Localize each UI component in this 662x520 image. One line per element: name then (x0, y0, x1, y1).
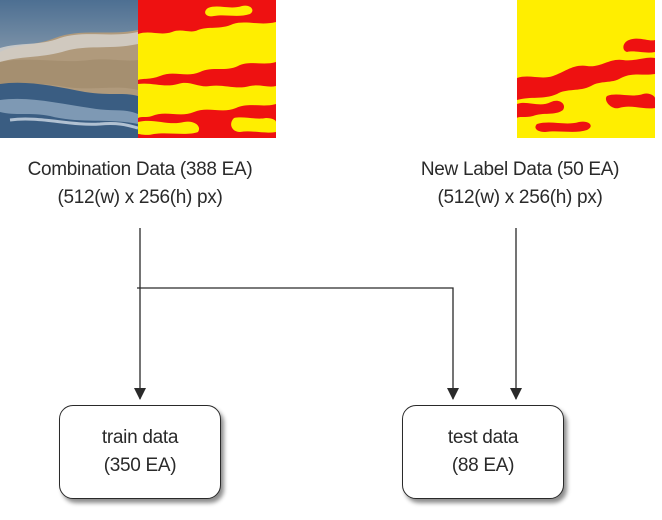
new-label-data-title: New Label Data (50 EA) (420, 159, 620, 180)
new-label-data-size: (512(w) x 256(h) px) (437, 187, 603, 208)
train-data-count: (350 EA) (103, 455, 177, 476)
combination-label-thumbnail (138, 0, 276, 138)
combination-photo-thumbnail (0, 0, 138, 138)
train-data-title: train data (101, 427, 179, 448)
test-data-title: test data (447, 427, 519, 448)
combination-data-title: Combination Data (388 EA) (27, 159, 253, 180)
train-data-box: train data (350 EA) (59, 405, 221, 499)
combination-to-test-arrow (137, 287, 459, 400)
test-data-box: test data (88 EA) (402, 405, 564, 499)
new-label-thumbnail (517, 0, 655, 138)
new-label-data-label: New Label Data (50 EA) (512(w) x 256(h) … (380, 156, 660, 212)
combination-data-size: (512(w) x 256(h) px) (57, 187, 223, 208)
test-data-count: (88 EA) (451, 455, 515, 476)
combination-data-label: Combination Data (388 EA) (512(w) x 256(… (0, 156, 280, 212)
